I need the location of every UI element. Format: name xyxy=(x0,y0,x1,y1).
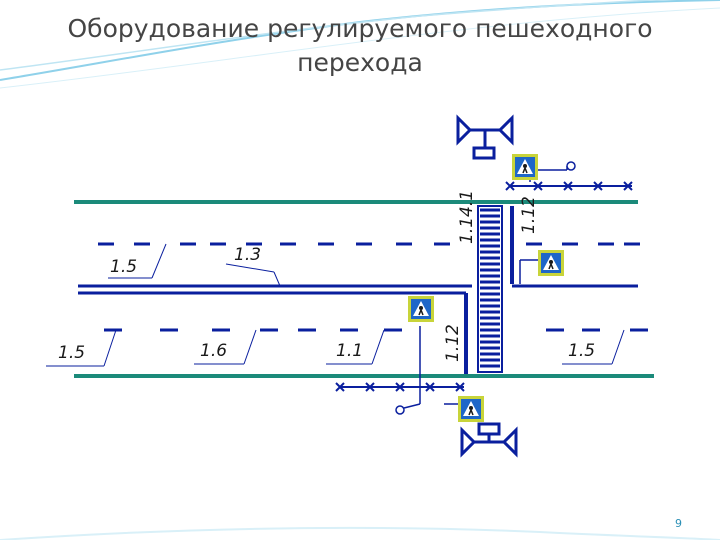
traffic-light-bottom-icon xyxy=(460,422,518,458)
label-lower-left-1-5: 1.5 xyxy=(58,343,85,363)
label-leader-lines xyxy=(46,243,625,367)
pedestrian-crossing-diagram: 1.5 1.3 1.5 1.6 1.1 1.5 1.12 1.14.1 1.12 xyxy=(42,108,658,470)
centre-solid-line xyxy=(78,284,638,295)
pedestrian-fence-bottom xyxy=(335,382,465,392)
label-lower-right-1-5: 1.5 xyxy=(568,341,595,361)
slide-title-line2: перехода xyxy=(297,48,423,77)
pedestrian-fence-top xyxy=(505,181,633,191)
crossing-sign-icon xyxy=(408,296,434,322)
zebra-crossing xyxy=(477,205,503,373)
traffic-light-top-icon xyxy=(456,114,514,160)
slide-title-line1: Оборудование регулируемого пешеходного xyxy=(67,14,653,43)
label-1-3: 1.3 xyxy=(234,245,261,265)
slide-title: Оборудование регулируемого пешеходного п… xyxy=(40,12,680,80)
crossing-sign-icon xyxy=(458,396,484,422)
label-zebra: 1.14.1 xyxy=(457,190,477,244)
label-stop-line-lower: 1.12 xyxy=(443,324,463,362)
page-number: 9 xyxy=(675,517,682,530)
label-stop-line-upper: 1.12 xyxy=(519,196,539,234)
label-upper-left-1-5: 1.5 xyxy=(110,257,137,277)
crossing-sign-icon xyxy=(538,250,564,276)
label-1-1: 1.1 xyxy=(336,341,363,361)
crossing-sign-icon xyxy=(512,154,538,180)
label-1-6: 1.6 xyxy=(200,341,227,361)
